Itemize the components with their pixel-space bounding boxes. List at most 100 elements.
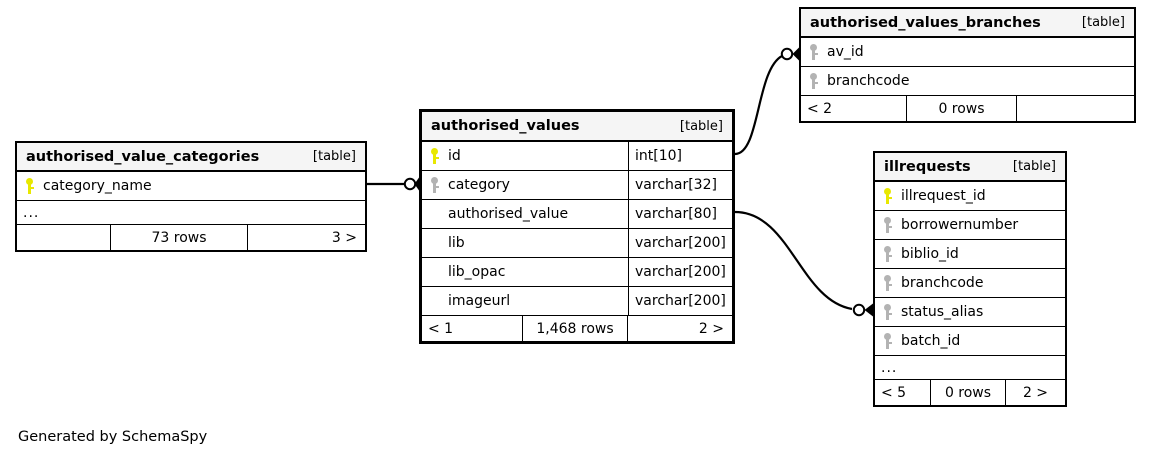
- column-name: lib_opac: [448, 264, 506, 280]
- footer-row-count: 1,468 rows: [522, 316, 628, 341]
- column-name: branchcode: [827, 73, 910, 89]
- table-authorised-values-branches[interactable]: authorised_values_branches [table] av_id…: [799, 7, 1136, 123]
- footer-next-link[interactable]: 2 >: [698, 320, 724, 337]
- crowfoot-circle: [852, 303, 866, 317]
- column-type: varchar[32]: [628, 171, 732, 199]
- table-header: illrequests [table]: [875, 153, 1065, 182]
- column-cell: batch_id: [875, 327, 1065, 355]
- footer-row-count: 0 rows: [930, 380, 1006, 405]
- column-cell: id: [422, 142, 628, 170]
- table-row[interactable]: illrequest_id: [875, 182, 1065, 211]
- table-type-tag: [table]: [312, 149, 356, 164]
- table-authorised-value-categories[interactable]: authorised_value_categories [table] cate…: [15, 141, 367, 252]
- column-cell: borrowernumber: [875, 211, 1065, 239]
- footer-next-link[interactable]: 2 >: [1022, 384, 1049, 401]
- footer-prev-link[interactable]: [17, 225, 110, 250]
- column-cell: biblio_id: [875, 240, 1065, 268]
- column-cell: lib: [422, 229, 628, 257]
- table-title: authorised_value_categories: [26, 148, 260, 165]
- column-cell: category: [422, 171, 628, 199]
- column-name: batch_id: [901, 333, 961, 349]
- column-name: lib: [448, 235, 465, 251]
- table-row[interactable]: category_name: [17, 172, 365, 201]
- column-cell: category_name: [17, 172, 365, 200]
- crowfoot-arrow: [792, 47, 799, 61]
- crowfoot-arrow: [414, 177, 419, 191]
- column-cell: lib_opac: [422, 258, 628, 286]
- table-illrequests[interactable]: illrequests [table] illrequest_id borrow…: [873, 151, 1067, 407]
- column-cell: branchcode: [875, 269, 1065, 297]
- table-row[interactable]: id int[10]: [422, 142, 732, 171]
- table-type-tag: [table]: [679, 118, 723, 134]
- ellipsis-label: ...: [881, 359, 898, 376]
- table-row[interactable]: batch_id: [875, 327, 1065, 356]
- column-name: av_id: [827, 44, 864, 60]
- crowfoot-circle: [403, 177, 417, 191]
- table-footer: < 1 1,468 rows 2 >: [422, 316, 732, 341]
- crowfoot-circle: [780, 47, 794, 61]
- table-header: authorised_value_categories [table]: [17, 143, 365, 172]
- ellipsis-label: ...: [23, 204, 40, 221]
- table-row[interactable]: status_alias: [875, 298, 1065, 327]
- table-row[interactable]: branchcode: [801, 67, 1134, 96]
- index-key-icon: [883, 333, 892, 349]
- table-row[interactable]: category varchar[32]: [422, 171, 732, 200]
- table-header: authorised_values_branches [table]: [801, 9, 1134, 38]
- footer-next-link[interactable]: [1017, 96, 1134, 121]
- relationship-cats-to-values: [367, 177, 419, 191]
- column-type: varchar[200]: [628, 258, 732, 286]
- column-name: branchcode: [901, 275, 984, 291]
- table-authorised-values[interactable]: authorised_values [table] id int[10] cat…: [419, 109, 735, 344]
- primary-key-icon: [883, 188, 892, 204]
- more-columns-ellipsis: ...: [875, 356, 1065, 380]
- index-key-icon: [809, 44, 818, 60]
- index-key-icon: [883, 275, 892, 291]
- column-cell: av_id: [801, 38, 1134, 66]
- column-type: varchar[80]: [628, 200, 732, 228]
- footer-next-link[interactable]: 3 >: [331, 229, 357, 246]
- relationship-values-to-illrequests: [734, 210, 873, 317]
- footer-row-count: 0 rows: [906, 96, 1017, 121]
- column-name: imageurl: [448, 293, 511, 309]
- table-row[interactable]: biblio_id: [875, 240, 1065, 269]
- column-cell: branchcode: [801, 67, 1134, 95]
- table-row[interactable]: branchcode: [875, 269, 1065, 298]
- column-cell: imageurl: [422, 287, 628, 315]
- index-key-icon: [883, 217, 892, 233]
- column-type: varchar[200]: [628, 287, 732, 315]
- column-name: borrowernumber: [901, 217, 1019, 233]
- column-name: authorised_value: [448, 206, 569, 222]
- table-row[interactable]: imageurl varchar[200]: [422, 287, 732, 316]
- relationship-values-to-branches: [734, 47, 799, 156]
- generator-caption: Generated by SchemaSpy: [18, 429, 208, 445]
- footer-prev-link[interactable]: < 1: [428, 320, 454, 337]
- table-type-tag: [table]: [1012, 159, 1056, 174]
- column-name: id: [448, 148, 461, 164]
- table-row[interactable]: authorised_value varchar[80]: [422, 200, 732, 229]
- column-cell: illrequest_id: [875, 182, 1065, 210]
- table-title: authorised_values_branches: [810, 14, 1041, 31]
- column-name: category: [448, 177, 510, 193]
- footer-prev-link[interactable]: < 2: [807, 100, 833, 117]
- crowfoot-arrow: [864, 303, 873, 317]
- table-header: authorised_values [table]: [422, 112, 732, 142]
- footer-prev-link[interactable]: < 5: [881, 384, 907, 401]
- index-key-icon: [883, 304, 892, 320]
- column-name: biblio_id: [901, 246, 959, 262]
- primary-key-icon: [25, 178, 34, 194]
- index-key-icon: [430, 177, 439, 193]
- table-row[interactable]: av_id: [801, 38, 1134, 67]
- table-title: illrequests: [884, 158, 971, 175]
- column-name: status_alias: [901, 304, 984, 320]
- table-row[interactable]: borrowernumber: [875, 211, 1065, 240]
- column-cell: status_alias: [875, 298, 1065, 326]
- table-row[interactable]: lib varchar[200]: [422, 229, 732, 258]
- table-title: authorised_values: [431, 118, 580, 134]
- table-footer: < 5 0 rows 2 >: [875, 380, 1065, 405]
- index-key-icon: [883, 246, 892, 262]
- column-type: varchar[200]: [628, 229, 732, 257]
- table-row[interactable]: lib_opac varchar[200]: [422, 258, 732, 287]
- more-columns-ellipsis: ...: [17, 201, 365, 225]
